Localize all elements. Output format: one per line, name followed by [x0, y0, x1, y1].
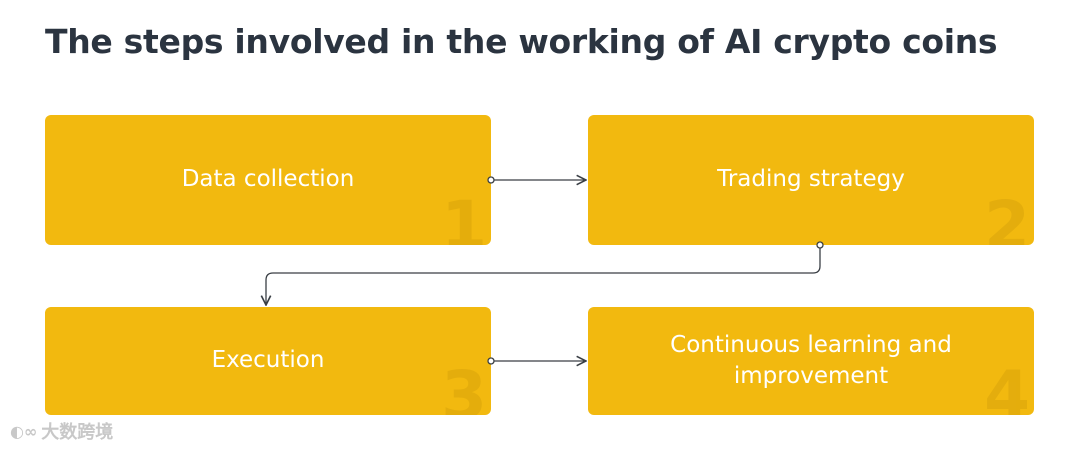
- connector-3-to-4: [487, 358, 586, 364]
- step-box-1: Data collection 1: [45, 115, 491, 245]
- step-number-2: 2: [984, 187, 1030, 246]
- step-number-4: 4: [984, 357, 1030, 416]
- watermark-logo-icon: ◐∞: [10, 421, 38, 441]
- step-number-3: 3: [441, 357, 487, 416]
- step-box-4: Continuous learning and improvement 4: [588, 307, 1034, 415]
- step-label-1: Data collection: [181, 166, 355, 193]
- diagram-title: The steps involved in the working of AI …: [45, 22, 998, 61]
- step-label-4: Continuous learning and improvement: [670, 331, 952, 389]
- connector-1-to-2: [487, 177, 586, 183]
- watermark: ◐∞ 大数跨境: [10, 418, 113, 444]
- step-label-2: Trading strategy: [717, 166, 905, 193]
- connector-2-to-3: [266, 241, 824, 305]
- watermark-text: 大数跨境: [41, 422, 114, 443]
- step-box-3: Execution 3: [45, 307, 491, 415]
- step-label-3: Execution: [211, 347, 325, 374]
- step-number-1: 1: [441, 187, 487, 246]
- step-box-2: Trading strategy 2: [588, 115, 1034, 245]
